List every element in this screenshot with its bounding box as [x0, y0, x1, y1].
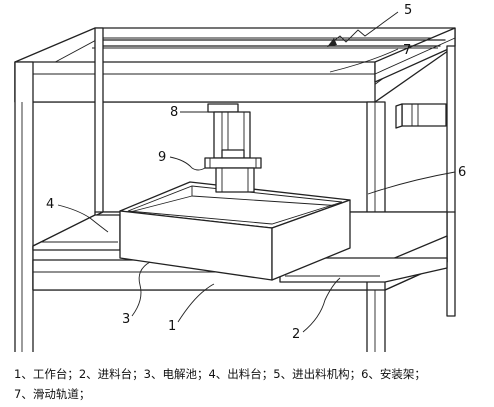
callout-8: 8 [170, 105, 178, 120]
discharge-platform [32, 214, 121, 251]
callout-5: 5 [404, 3, 412, 18]
callout-4: 4 [46, 197, 54, 212]
front-left-post [14, 61, 34, 352]
leader-lines [57, 11, 456, 333]
callout-1: 1 [168, 319, 176, 334]
callout-6: 6 [458, 165, 466, 180]
drive-motor [395, 103, 447, 129]
callout-3: 3 [122, 312, 130, 327]
caption-line-1: 1、工作台；2、进料台；3、电解池；4、出料台；5、进出料机构；6、安装架； [14, 367, 426, 381]
callout-9: 9 [158, 150, 166, 165]
callout-7: 7 [403, 43, 411, 58]
feed-platform [279, 257, 448, 283]
top-frame [14, 27, 456, 103]
electrolytic-cell [119, 181, 351, 281]
gripper [204, 157, 262, 193]
apparatus-diagram: 5 7 8 9 6 4 3 1 2 [14, 3, 466, 352]
figure-caption: 1、工作台；2、进料台；3、电解池；4、出料台；5、进出料机构；6、安装架； 7… [14, 364, 484, 404]
linear-actuator [207, 103, 251, 159]
caption-line-2: 7、滑动轨道； [14, 387, 91, 401]
callout-2: 2 [292, 327, 300, 342]
